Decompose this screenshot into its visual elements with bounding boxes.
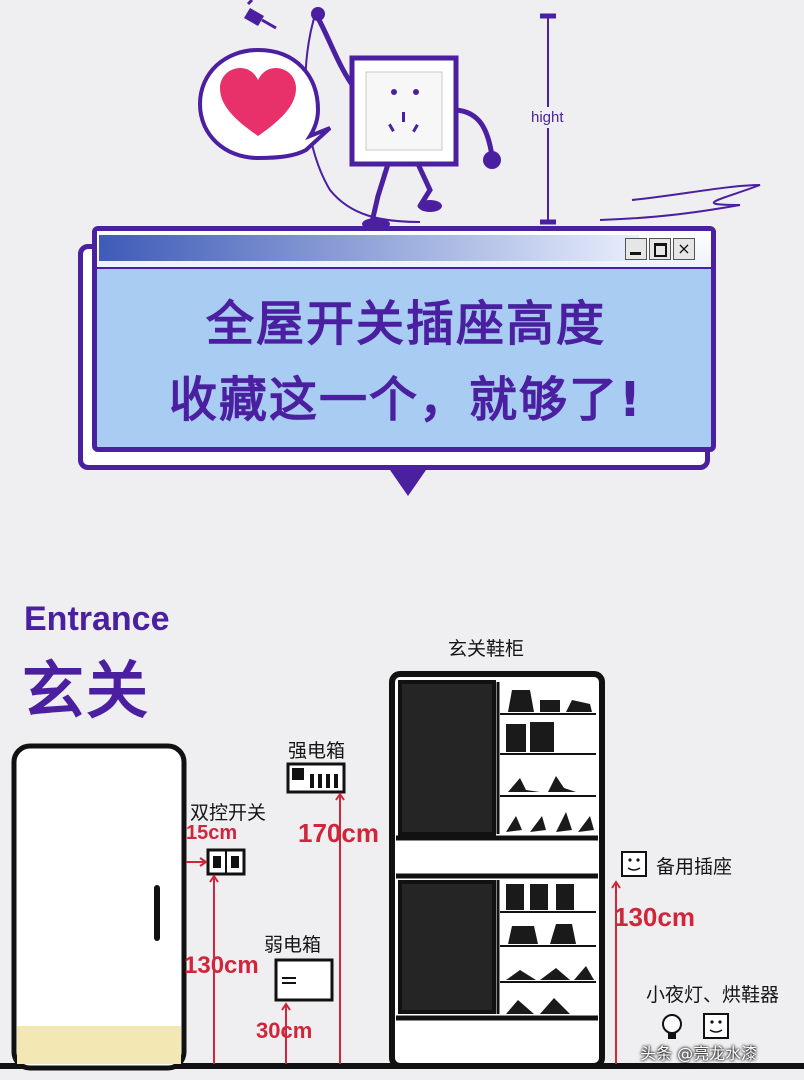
strong-box-label: 强电箱	[288, 740, 346, 762]
minimize-icon[interactable]	[625, 238, 647, 260]
entrance-diagram	[0, 671, 804, 1071]
watermark: 头条 @亮龙水漆	[640, 1044, 758, 1063]
titlebar-gradient	[99, 235, 639, 261]
night-light-icon	[662, 1014, 682, 1039]
dual-switch-offset: 15cm	[186, 822, 238, 844]
close-icon[interactable]: ×	[673, 238, 695, 260]
plug-icon	[244, 0, 277, 30]
section-title-zh: 玄关	[22, 654, 151, 727]
header-illustration	[197, 0, 761, 230]
strong-box-height: 170cm	[298, 818, 379, 848]
dual-switch-height: 130cm	[184, 952, 259, 979]
shoe-dryer-socket-icon	[703, 1013, 729, 1039]
weak-box-icon	[274, 958, 334, 1002]
maximize-icon[interactable]	[649, 238, 671, 260]
section-title-en: Entrance	[24, 600, 170, 638]
entrance-door	[11, 743, 187, 1071]
weak-box-label: 弱电箱	[264, 934, 322, 956]
strong-box-icon	[286, 762, 346, 794]
window-titlebar: ×	[97, 231, 711, 269]
hight-label: hight	[531, 107, 564, 128]
shoe-cabinet	[389, 671, 605, 1069]
shoe-cabinet-label: 玄关鞋柜	[448, 638, 525, 660]
spare-socket-icon	[621, 851, 647, 877]
heart-icon	[220, 68, 296, 136]
spare-socket-height: 130cm	[614, 902, 695, 932]
title-line-1: 全屋开关插座高度	[205, 296, 606, 352]
night-light-label: 小夜灯、烘鞋器	[646, 984, 780, 1006]
title-line-2: 收藏这一个，就够了!	[169, 372, 643, 428]
dual-switch-label: 双控开关	[190, 802, 267, 824]
dual-switch-icon	[206, 848, 246, 876]
window-pointer	[390, 470, 426, 496]
socket-character	[315, 15, 501, 230]
spare-socket-label: 备用插座	[656, 856, 733, 878]
title-window: ×	[92, 226, 716, 452]
weak-box-height: 30cm	[256, 1018, 313, 1043]
heart-bubble	[197, 47, 332, 161]
